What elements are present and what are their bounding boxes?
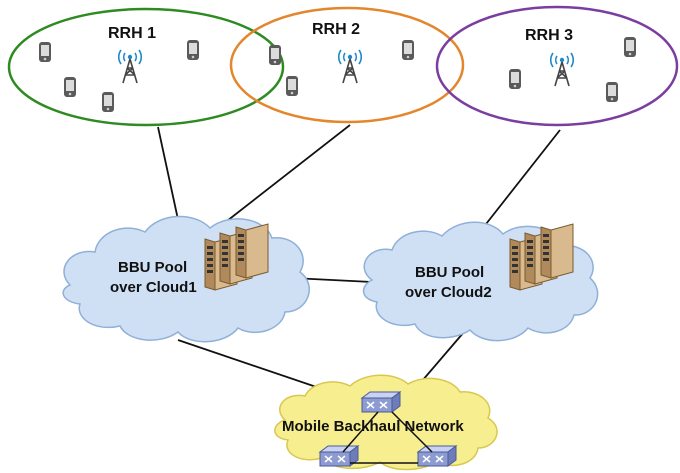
cell-tower-icon — [337, 49, 363, 84]
network-switch-icon — [361, 391, 401, 413]
mobile-phone-icon — [64, 77, 76, 97]
rrh-label-1: RRH 1 — [108, 25, 156, 42]
bbu-pool-2-line2: over Cloud2 — [405, 284, 492, 301]
mobile-phone-icon — [286, 76, 298, 96]
rrh-coverage-ellipse — [435, 5, 679, 127]
mobile-phone-icon — [624, 37, 636, 57]
rrh-label-3: RRH 3 — [525, 27, 573, 44]
mobile-phone-icon — [606, 82, 618, 102]
mobile-phone-icon — [39, 42, 51, 62]
mobile-phone-icon — [187, 40, 199, 60]
rrh-label-2: RRH 2 — [312, 21, 360, 38]
bbu-pool-1-line1: BBU Pool — [118, 259, 187, 276]
link-rrh3-pool2 — [474, 129, 561, 239]
rrh-coverage-ellipse — [7, 7, 285, 127]
bbu-pool-2-line1: BBU Pool — [415, 264, 484, 281]
rrh-cell-3 — [435, 5, 679, 127]
link-pool1-backhaul — [177, 339, 341, 396]
rrh-cell-1 — [7, 7, 285, 127]
rrh-cell-2 — [229, 6, 465, 124]
mobile-phone-icon — [102, 92, 114, 112]
mobile-phone-icon — [402, 40, 414, 60]
bbu-pool-1-line2: over Cloud1 — [110, 279, 197, 296]
cell-tower-icon — [549, 52, 575, 87]
mobile-backhaul-label: Mobile Backhaul Network — [282, 418, 464, 435]
mobile-phone-icon — [269, 45, 281, 65]
backhaul-internal-links — [342, 411, 433, 464]
rrh-coverage-ellipse — [229, 6, 465, 124]
mobile-phone-icon — [509, 69, 521, 89]
link-rrh2-pool1 — [217, 124, 351, 229]
network-switch-icon — [417, 445, 457, 467]
